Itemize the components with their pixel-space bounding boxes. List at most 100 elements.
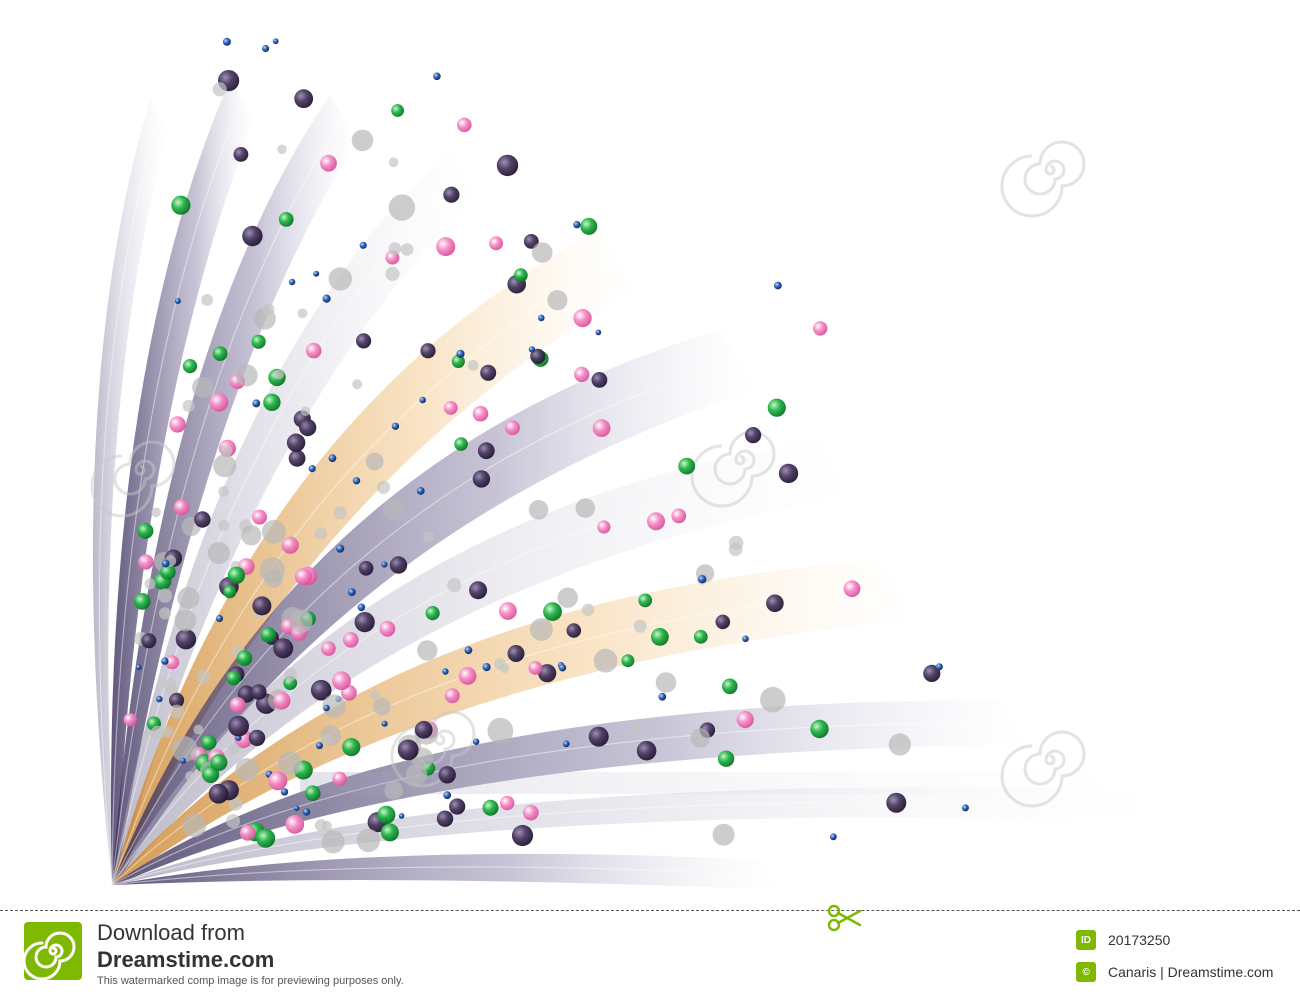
blue-bead [456, 349, 465, 358]
green-bead [223, 585, 237, 599]
grey-dot [228, 796, 243, 811]
ribbon-strand [112, 853, 778, 890]
grey-dot [376, 480, 391, 494]
grey-dot [297, 308, 308, 319]
dark-bead [233, 147, 249, 162]
grey-dot [388, 157, 399, 168]
blue-bead [316, 742, 323, 750]
pink-bead [843, 580, 861, 598]
dark-bead [286, 433, 306, 452]
grey-dot [259, 557, 285, 583]
blue-bead [482, 663, 491, 672]
blue-bead [180, 757, 186, 764]
blue-bead [391, 422, 400, 430]
green-bead [621, 654, 635, 668]
pink-bead [597, 520, 611, 534]
grey-dot [182, 399, 195, 412]
dark-bead [208, 783, 229, 804]
grey-dot [218, 519, 230, 531]
dark-bead [511, 824, 534, 847]
pink-bead [173, 499, 190, 515]
blue-bead [272, 38, 279, 45]
dark-bead [299, 419, 317, 437]
pink-bead [272, 691, 291, 710]
grey-dot [212, 82, 227, 97]
grey-dot [235, 758, 259, 782]
grey-dot [630, 722, 641, 733]
blue-bead [352, 477, 361, 485]
pink-bead [592, 419, 611, 437]
dark-bead [194, 511, 211, 528]
watermark-note: This watermarked comp image is for previ… [97, 975, 404, 987]
blue-bead [161, 657, 169, 665]
blue-bead [328, 454, 337, 463]
green-bead [251, 334, 266, 349]
grey-dot [530, 618, 553, 641]
green-bead [342, 738, 361, 757]
grey-dot [193, 724, 204, 735]
dark-bead [591, 372, 608, 388]
blue-bead [156, 695, 163, 703]
blue-bead [473, 738, 480, 745]
blue-bead [161, 559, 170, 568]
pink-bead [574, 366, 590, 383]
pink-bead [138, 554, 154, 570]
green-bead [543, 602, 562, 621]
blue-bead [698, 575, 707, 584]
dark-bead [530, 348, 546, 364]
ribbon-highlight [111, 259, 619, 886]
green-bead [454, 437, 468, 451]
grey-dot [218, 486, 230, 497]
green-bead [717, 750, 735, 767]
grey-dot [423, 531, 435, 542]
blue-bead [174, 298, 181, 304]
dark-bead [414, 720, 433, 739]
grey-dot [262, 303, 275, 316]
pink-bead [285, 814, 305, 834]
ribbon-strand [112, 700, 1027, 885]
dark-bead [588, 726, 609, 747]
ribbon-strand [112, 95, 357, 885]
green-bead [638, 593, 653, 608]
id-badge: ID [1076, 930, 1096, 950]
pink-bead [379, 620, 396, 637]
grey-dot [213, 454, 237, 478]
grey-dot [655, 672, 677, 693]
dark-bead [141, 633, 157, 649]
green-bead [580, 217, 598, 235]
green-bead [263, 393, 281, 411]
copyright-icon: © [1076, 962, 1096, 982]
dark-bead [778, 463, 799, 484]
ribbon-streak [300, 772, 1140, 794]
confetti-dots [123, 37, 969, 854]
green-bead [278, 212, 294, 227]
grey-dot [241, 525, 262, 546]
dark-bead [523, 234, 539, 249]
blue-bead [433, 72, 441, 81]
blue-bead [381, 561, 388, 568]
ribbon-strand [92, 100, 168, 885]
pink-bead [294, 568, 312, 586]
pink-bead [305, 342, 322, 359]
blue-bead [961, 804, 969, 812]
dark-bead [250, 684, 267, 700]
green-bead [380, 823, 399, 842]
grey-dot [235, 364, 258, 387]
blue-bead [288, 278, 296, 286]
grey-dot [171, 736, 198, 762]
pink-bead [165, 655, 180, 670]
grey-dot [373, 697, 391, 716]
dark-bead [310, 679, 332, 701]
green-bead [260, 627, 277, 643]
dark-bead [273, 638, 294, 659]
green-bead [651, 628, 669, 646]
blue-bead [464, 646, 473, 655]
pink-bead [504, 420, 520, 436]
watermark-spiral [1000, 140, 1086, 218]
grey-dot [388, 194, 416, 221]
dark-bead [248, 729, 266, 747]
blue-bead [573, 220, 581, 229]
grey-dot [289, 609, 313, 633]
pink-bead [332, 671, 351, 691]
grey-dot [201, 294, 214, 306]
